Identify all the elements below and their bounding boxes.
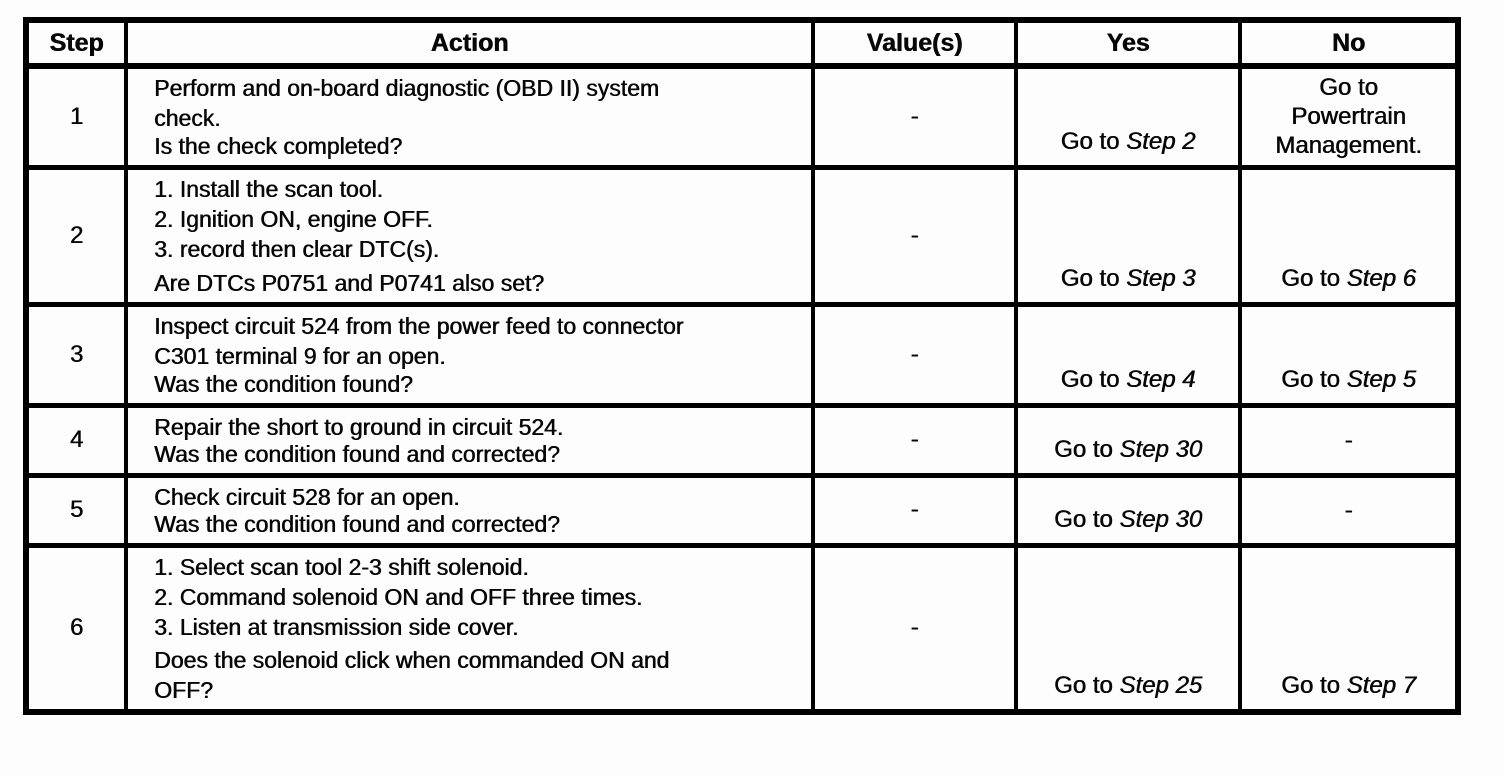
go-to-text: Go to (1281, 264, 1347, 292)
step-number: 1 (24, 63, 128, 170)
column-header-step: Step (24, 17, 128, 69)
question-line: Is the check completed? (154, 132, 403, 159)
go-to-text: Go to (1060, 264, 1126, 292)
action-cell: Inspect circuit 524 from the power feed … (124, 301, 815, 408)
yes-cell: Go to Step 4 (1014, 301, 1242, 408)
action-line: 2. Command solenoid ON and OFF three tim… (154, 583, 643, 610)
step-reference: Step 4 (1125, 365, 1196, 393)
go-to-text: Go to (1060, 365, 1126, 393)
action-line: 2. Ignition ON, engine OFF. (154, 205, 433, 232)
question-line: Was the condition found and corrected? (154, 510, 560, 537)
yes-cell: Go to Step 25 (1014, 542, 1242, 715)
step-reference: Step 6 (1346, 264, 1416, 292)
no-cell: Go to Step 5 (1238, 301, 1460, 408)
question-line: Are DTCs P0751 and P0741 also set? (154, 269, 544, 296)
table-row: 6 1. Select scan tool 2-3 shift solenoid… (24, 542, 1460, 715)
yes-cell: Go to Step 30 (1014, 472, 1242, 548)
question-line: Was the condition found and corrected? (154, 440, 560, 467)
value-cell: - (811, 301, 1018, 408)
go-to-text: Go to (1281, 672, 1347, 699)
yes-cell: Go to Step 3 (1014, 164, 1242, 307)
value-cell: - (811, 472, 1018, 548)
step-number: 5 (24, 472, 128, 548)
column-header-no: No (1238, 17, 1460, 69)
action-line: 1. Select scan tool 2-3 shift solenoid. (154, 553, 529, 580)
column-header-values: Value(s) (811, 17, 1018, 69)
action-line: Check circuit 528 for an open. (154, 483, 460, 510)
diagnostic-table: Step Action Value(s) Yes No 1 Perform an… (23, 17, 1461, 715)
action-line: 3. Listen at transmission side cover. (154, 613, 519, 640)
action-line: Inspect circuit 524 from the power feed … (154, 312, 684, 339)
table-header-row: Step Action Value(s) Yes No (24, 17, 1460, 69)
value-cell: - (811, 63, 1018, 170)
step-number: 3 (24, 301, 128, 408)
value-cell: - (811, 164, 1018, 307)
table-row: 5 Check circuit 528 for an open. Was the… (24, 472, 1460, 548)
table-row: 2 1. Install the scan tool. 2. Ignition … (24, 164, 1460, 307)
no-cell: - (1238, 472, 1460, 548)
no-dash: - (1344, 496, 1353, 524)
step-reference: Step 7 (1346, 672, 1416, 699)
go-to-text: Go to (1053, 435, 1120, 463)
step-reference: Step 5 (1346, 365, 1416, 393)
action-cell: 1. Install the scan tool. 2. Ignition ON… (124, 164, 815, 307)
no-cell: Go to Step 6 (1238, 164, 1460, 307)
no-dash: - (1344, 426, 1353, 454)
step-number: 4 (24, 402, 128, 478)
go-to-text: Go to (1053, 505, 1120, 533)
action-line: check. (154, 105, 221, 131)
no-cell: Go to Step 7 (1238, 542, 1460, 715)
go-to-text: Go to (1053, 672, 1120, 699)
step-reference: Step 30 (1119, 505, 1203, 533)
action-line: 1. Install the scan tool. (154, 175, 383, 202)
action-cell: Repair the short to ground in circuit 52… (124, 402, 815, 478)
step-number: 2 (24, 164, 128, 307)
table-row: 4 Repair the short to ground in circuit … (24, 402, 1460, 478)
action-line: Repair the short to ground in circuit 52… (154, 413, 564, 440)
column-header-action: Action (124, 17, 815, 69)
no-cell: Go to Powertrain Management. (1238, 63, 1460, 170)
action-cell: Check circuit 528 for an open. Was the c… (124, 472, 815, 548)
question-line: Does the solenoid click when commanded O… (154, 647, 670, 703)
value-cell: - (811, 542, 1018, 715)
yes-cell: Go to Step 2 (1014, 63, 1242, 170)
action-cell: Perform and on-board diagnostic (OBD II)… (124, 63, 815, 170)
go-to-text: Go to (1060, 127, 1126, 155)
value-cell: - (811, 402, 1018, 478)
table-row: 3 Inspect circuit 524 from the power fee… (24, 301, 1460, 408)
action-line: Perform and on-board diagnostic (OBD II)… (154, 75, 659, 101)
table-row: 1 Perform and on-board diagnostic (OBD I… (24, 63, 1460, 170)
yes-cell: Go to Step 30 (1014, 402, 1242, 478)
go-to-text: Go to Powertrain Management. (1275, 74, 1422, 160)
step-reference: Step 2 (1125, 127, 1196, 155)
action-line: 3. record then clear DTC(s). (154, 235, 440, 262)
go-to-text: Go to (1281, 365, 1347, 393)
column-header-yes: Yes (1014, 17, 1242, 69)
step-reference: Step 30 (1119, 435, 1203, 463)
step-number: 6 (24, 542, 128, 715)
no-cell: - (1238, 402, 1460, 478)
question-line: Was the condition found? (154, 370, 413, 397)
step-reference: Step 3 (1125, 264, 1196, 292)
step-reference: Step 25 (1119, 672, 1203, 699)
action-line: C301 terminal 9 for an open. (154, 342, 446, 369)
action-cell: 1. Select scan tool 2-3 shift solenoid. … (124, 542, 815, 715)
